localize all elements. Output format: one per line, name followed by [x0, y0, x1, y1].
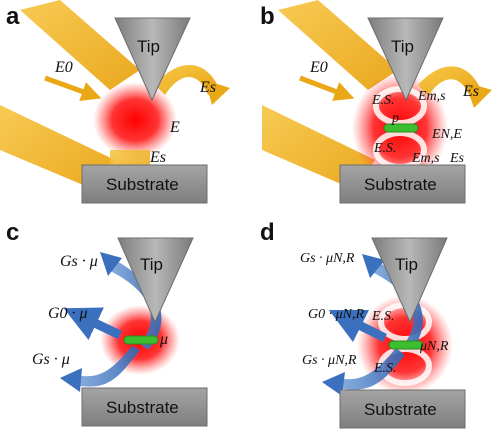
- label-gs-mu-upper-d: Gs · μN,R: [300, 251, 355, 266]
- label-mu-c: μ: [159, 331, 168, 348]
- label-g0-mu-c: G0 · μ: [48, 305, 88, 322]
- emission-arrow-lower-c: [60, 368, 82, 392]
- substrate-label-a: Substrate: [106, 175, 179, 194]
- emission-beam-lower-c: [75, 346, 140, 387]
- molecule-d: [388, 340, 424, 350]
- label-gs-mu-lower-c: Gs · μ: [32, 351, 70, 368]
- hotspot-a: [93, 82, 177, 158]
- label-es-right-b: Es: [462, 83, 479, 100]
- emission-beam-middle-c: [63, 307, 122, 340]
- e0-arrow-b: [299, 75, 355, 101]
- substrate-label-d: Substrate: [364, 400, 437, 419]
- label-e0-b: E0: [309, 59, 328, 76]
- panel-c: c Tip Substrate Gs · μ G0 · μ μ Gs · μ: [6, 219, 208, 427]
- panel-a: a Tip Substrate E0 Es E Es: [0, 0, 230, 204]
- tip-label-d: Tip: [395, 255, 418, 274]
- emission-beam-lower-d: [338, 348, 405, 390]
- panel-letter-c: c: [6, 219, 19, 246]
- tip-a: [114, 17, 191, 102]
- panel-d: d Tip Substrate Gs · μN,R G0 · μN,R E.S.…: [260, 219, 466, 429]
- label-es-bottom-a: Es: [149, 149, 166, 166]
- tip-b: [367, 17, 444, 102]
- scattered-arrow-top-b: [465, 82, 492, 108]
- label-e-a: E: [169, 119, 180, 136]
- molecule-b: [383, 123, 419, 133]
- incident-beam-upper-a: [20, 0, 140, 90]
- label-g0-mu-d: G0 · μN,R: [308, 307, 364, 322]
- tip-label-a: Tip: [137, 37, 160, 56]
- substrate-a: [81, 164, 208, 204]
- emission-beam-middle-d: [328, 309, 388, 343]
- scattered-beam-top-b: [418, 66, 482, 97]
- label-gs-mu-lower-d: Gs · μN,R: [302, 353, 357, 368]
- label-gs-mu-upper-c: Gs · μ: [60, 253, 98, 270]
- substrate-c: [81, 387, 208, 427]
- panel-letter-d: d: [260, 219, 275, 246]
- label-mu-d: μN,R: [419, 339, 449, 354]
- label-p-b: p: [391, 111, 399, 126]
- label-ene-b: EN,E: [431, 127, 462, 142]
- substrate-b: [339, 164, 466, 204]
- molecule-c: [123, 335, 159, 345]
- field-loop-upper-b: [373, 86, 427, 126]
- panel-letter-a: a: [6, 3, 20, 30]
- tip-c: [117, 237, 194, 324]
- label-es-lower-b: E.S.: [373, 141, 397, 156]
- label-ems-upper-b: Em,s: [417, 89, 446, 104]
- label-es-top-a: Es: [199, 79, 216, 96]
- label-e0-a: E0: [54, 59, 73, 76]
- label-es-upper-b: E.S.: [371, 93, 395, 108]
- label-ems-lower-b: Em,s: [411, 151, 440, 166]
- tip-label-c: Tip: [140, 255, 163, 274]
- tip-d: [371, 237, 448, 324]
- substrate-label-c: Substrate: [106, 398, 179, 417]
- scattered-beam-top-a: [155, 65, 220, 95]
- incident-beam-upper-b: [278, 0, 398, 90]
- substrate-label-b: Substrate: [364, 175, 437, 194]
- scattered-arrow-top-a: [205, 80, 230, 105]
- label-es-lower-d: E.S.: [373, 361, 397, 376]
- emission-arrow-upper-c: [100, 252, 122, 276]
- label-es-upper-d: E.S.: [371, 309, 395, 324]
- substrate-d: [339, 389, 466, 429]
- emission-arrow-lower-d: [322, 372, 345, 396]
- emission-arrow-upper-d: [362, 254, 385, 278]
- label-es-lower-right-b: Es: [449, 151, 465, 166]
- panel-b: b Tip Substrate E0 E.S. Em,s Es p EN,E E…: [260, 0, 492, 204]
- panel-letter-b: b: [260, 3, 275, 30]
- tip-label-b: Tip: [391, 37, 414, 56]
- e0-arrow-a: [44, 75, 102, 102]
